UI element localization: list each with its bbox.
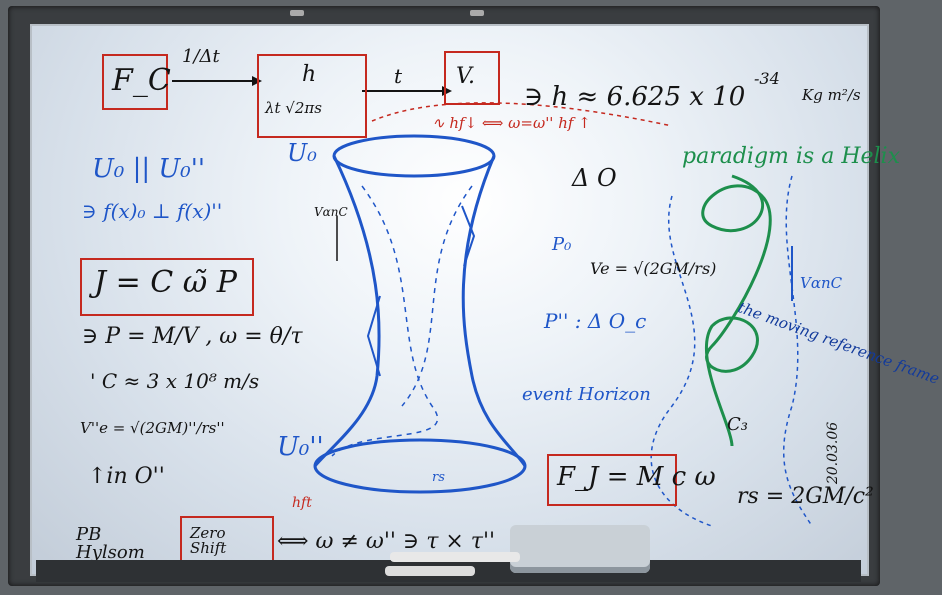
f-perpendicular: ∋ f(x)₀ ⊥ f(x)'' [82,199,223,223]
p-equation: ∋ P = M/V , ω = θ/τ [82,324,303,349]
p-double-prime: P'' : Δ O_c [544,309,647,333]
p-dot-label: P₀ [552,234,572,255]
fj-equation-box [547,454,677,506]
ve-equation: Ve = √(2GM/rs) [590,259,717,278]
wormhole-drawing [172,76,813,527]
fc-box [102,54,168,110]
j-equation-box [80,258,254,316]
event-horizon-label: event Horizon [522,384,651,405]
zero-shift-label: Zero Shift [190,524,227,557]
h-denominator: λt √2πs [265,99,322,117]
fc-label: F_C [112,63,171,98]
omega-not-equal: ⟺ ω ≠ ω'' ∋ τ × τ'' [277,529,496,554]
vanc-right-label: VαnC [800,274,843,292]
frame-clip [290,10,304,16]
hf-low-label: hft [292,495,312,511]
in-o-label: ↑in O'' [88,464,165,489]
v-label: V. [456,64,476,89]
whiteboard: F_C 1/Δt h λt √2πs t V. ∋ h ≈ 6.625 x 10… [30,24,942,576]
u0pp-label: U₀'' [277,432,324,462]
j-equation: J = C ω̃ P [94,265,237,300]
marker-pen[interactable] [385,566,475,576]
hf-red-note: ∿ hf↓ ⟺ ω=ω'' hf ↑ [432,114,591,132]
fj-equation: F_J = M c ω [557,462,716,492]
delta-o-label: Δ O [572,164,617,192]
c-equation: ' C ≈ 3 x 10⁸ m/s [90,369,260,393]
rs-small-label: rs [432,470,445,485]
c3-label: C₃ [727,414,748,435]
planck-unit: Kg m²/s [802,86,861,104]
rs-equation: rs = 2GM/c² [737,484,874,509]
t-arrow-label: t [394,64,403,88]
vanc-left-label: VαnC [314,205,348,219]
marker-pen[interactable] [390,552,520,562]
paradigm-note: paradigm is a Helix [682,144,901,169]
h-numerator: h [302,62,317,87]
planck-exponent: -34 [754,69,780,88]
h-fraction-box [257,54,367,138]
u-parallel: U₀ || U₀'' [92,154,206,184]
whiteboard-eraser[interactable] [510,525,650,573]
ve-double-prime: V''e = √(2GM)''/rs'' [80,419,225,437]
v-box [444,51,500,105]
date-label: 20.03.06 [825,421,842,485]
planck-equation: ∋ h ≈ 6.625 x 10 [524,82,746,112]
signature: PB Hylsom [76,524,145,563]
frame-clip [470,10,484,16]
u0-label: U₀ [287,139,317,167]
inverse-dt-label: 1/Δt [182,46,220,67]
